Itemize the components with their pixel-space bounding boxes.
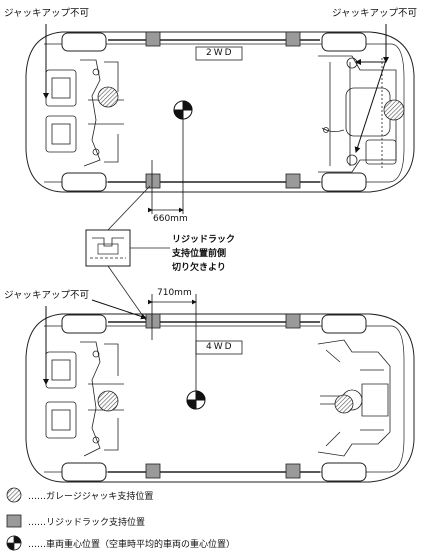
rigid-rack-point [145, 173, 161, 189]
wheel-rr [321, 172, 367, 192]
drive-4wd-label: 4WD [206, 342, 234, 352]
car-4wd-body [25, 313, 415, 483]
rigid-rack-point [285, 31, 301, 47]
car-2wd-body [25, 31, 415, 193]
center-of-gravity-4wd [186, 390, 206, 410]
front-suspension-2wd [45, 59, 124, 167]
garage-jack-point [97, 86, 119, 108]
legend-text: ……車両重心位置（空車時平均的車両の重心位置） [28, 539, 236, 550]
warning-arrows-top [43, 24, 389, 153]
garage-jack-points-2wd [97, 86, 405, 121]
rigid-rack-point [285, 173, 301, 189]
legend-garage-jack-icon [6, 487, 22, 503]
garage-jack-point [383, 99, 405, 121]
wheel-fl [61, 314, 107, 334]
dimension-660 [148, 119, 184, 214]
drive-2wd-box [195, 46, 243, 61]
jack-warning-top-right: ジャッキアップ不可 [332, 8, 418, 19]
rigid-rack-point [285, 463, 301, 479]
legend-rigid-rack-icon [6, 514, 22, 528]
rigid-rack-note-line3: 切り欠きより [172, 263, 226, 273]
rear-suspension-2wd [318, 55, 397, 173]
jack-warning-mid-left: ジャッキアップ不可 [4, 290, 90, 301]
warning-arrows-bottom [43, 299, 147, 385]
legend-text: ……ガレージジャッキ支持位置 [28, 491, 154, 502]
rigid-rack-points-2wd [145, 31, 301, 189]
legend-item-rigid-rack: ……リジッドラック支持位置 [22, 512, 145, 530]
wheel-rl [321, 314, 367, 334]
legend-item-garage-jack: ……ガレージジャッキ支持位置 [22, 486, 153, 504]
rigid-rack-points-4wd [145, 313, 301, 479]
car-2wd [25, 31, 415, 193]
rigid-rack-note-line2: 支持位置前側 [172, 249, 227, 259]
car-4wd [25, 313, 415, 483]
legend-center-of-gravity-icon [6, 535, 22, 551]
rigid-rack-point [145, 31, 161, 47]
wheel-fr [61, 462, 107, 482]
wheel-rl [321, 32, 367, 52]
detail-inset [85, 185, 170, 327]
drive-2wd-label: 2WD [206, 48, 234, 58]
rigid-rack-point [285, 313, 301, 329]
legend-item-center-of-gravity: ……車両重心位置（空車時平均的車両の重心位置） [22, 534, 235, 552]
wheel-fl [61, 32, 107, 52]
center-of-gravity-2wd [173, 100, 193, 120]
dimension-660-label: 660mm [153, 214, 188, 224]
garage-jack-point [97, 390, 119, 412]
jack-warning-top-left: ジャッキアップ不可 [4, 8, 90, 19]
rigid-rack-point [145, 313, 161, 329]
rigid-rack-point [145, 463, 161, 479]
wheel-rr [321, 462, 367, 482]
legend-text: ……リジッドラック支持位置 [28, 517, 146, 528]
wheel-fr [61, 172, 107, 192]
front-suspension-4wd [45, 341, 124, 457]
rear-suspension-4wd [317, 339, 391, 457]
dimension-710-label: 710mm [157, 288, 192, 298]
legend-symbols [6, 487, 22, 551]
rigid-rack-note-line1: リジッドラック [172, 235, 236, 245]
garage-jack-points-4wd [97, 390, 354, 414]
garage-jack-point [334, 394, 354, 414]
dimension-710 [148, 294, 197, 391]
